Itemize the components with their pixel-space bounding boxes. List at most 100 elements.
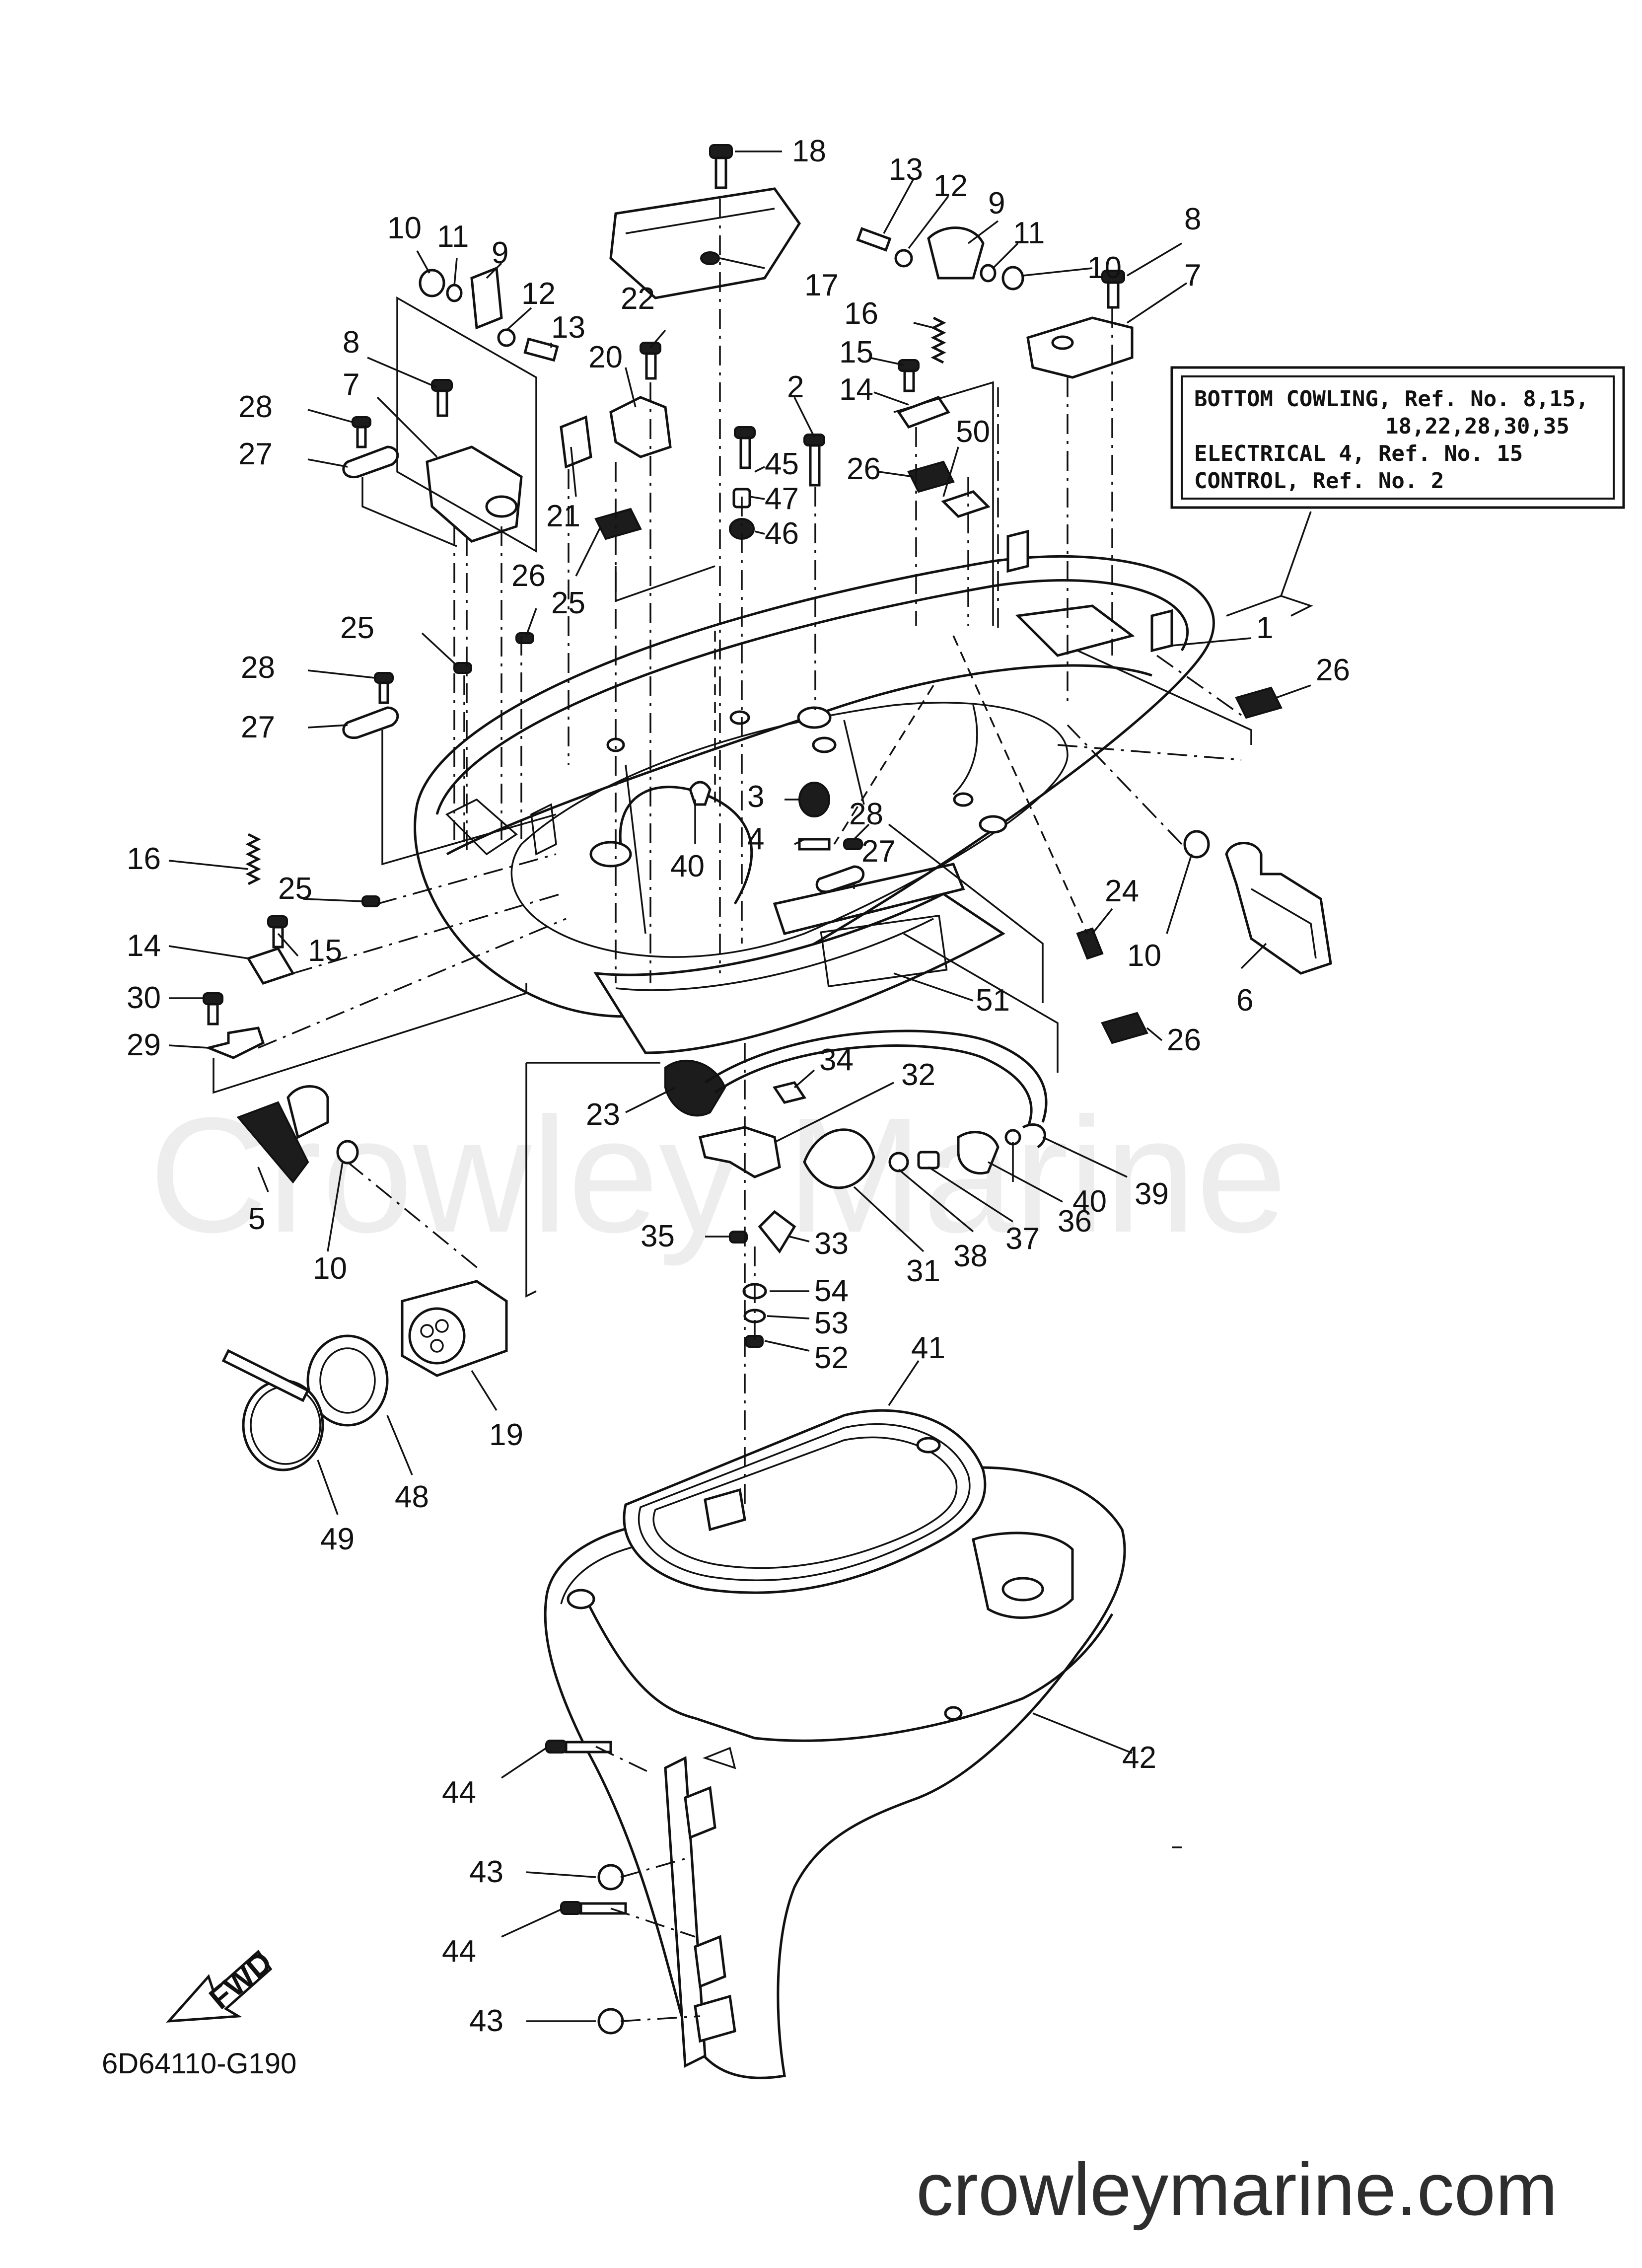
callout-label: 15 — [308, 934, 342, 968]
bolt-30-clip-29 — [203, 992, 265, 1059]
callout-label: 10 — [1087, 251, 1122, 285]
callout-label: 2 — [787, 370, 804, 404]
guide-lines — [213, 199, 1252, 2022]
callout-label: 32 — [901, 1058, 935, 1092]
callout-label: 13 — [889, 152, 923, 187]
callout-label: 10 — [387, 211, 422, 245]
callout-numbers: 18 13 12 9 8 11 10 7 10 11 9 12 13 22 20… — [127, 134, 1350, 2038]
callout-label: 39 — [1135, 1177, 1169, 1211]
bolt-18 — [709, 144, 733, 189]
bolt-25b — [515, 632, 534, 644]
screws-nuts-43-44 — [545, 1740, 627, 2035]
callout-label: 14 — [127, 929, 161, 963]
right-latch-group — [856, 226, 1134, 379]
right-spring-clip — [897, 316, 950, 429]
callout-label: 6 — [1236, 983, 1253, 1018]
callout-label: 25 — [551, 586, 585, 620]
left-spring-clip — [245, 833, 295, 985]
callout-label: 44 — [442, 1775, 476, 1810]
fwd-arrow-icon: FWD — [166, 1945, 279, 2023]
callout-label: 12 — [521, 277, 556, 311]
callout-label: 5 — [248, 1202, 265, 1236]
callout-label: 42 — [1122, 1741, 1156, 1775]
callout-label: 8 — [343, 325, 359, 360]
callout-label: 10 — [1127, 939, 1161, 973]
callout-label: 16 — [844, 296, 878, 331]
callout-label: 9 — [988, 186, 1005, 220]
callout-label: 16 — [127, 842, 161, 876]
callout-label: 25 — [278, 872, 312, 906]
callout-label: 22 — [621, 282, 655, 316]
callout-label: 51 — [976, 983, 1010, 1018]
callout-label: 4 — [747, 822, 764, 856]
callout-label: 28 — [241, 651, 275, 685]
callout-label: 19 — [489, 1418, 523, 1452]
callout-label: 40 — [670, 849, 705, 883]
bolts-2-45-46-47 — [729, 426, 825, 540]
callout-label: 44 — [442, 1934, 476, 1969]
info-box: BOTTOM COWLING, Ref. No. 8,15, 18,22,28,… — [1170, 366, 1625, 617]
callout-label: 45 — [765, 447, 799, 481]
callout-label: 8 — [1184, 202, 1201, 236]
callout-label: 13 — [551, 310, 585, 345]
callout-label: 43 — [469, 2004, 503, 2038]
callout-label: 37 — [1005, 1222, 1040, 1256]
callout-label: 43 — [469, 1855, 503, 1889]
callout-label: 24 — [1105, 874, 1139, 908]
callout-label: 47 — [765, 482, 799, 516]
callout-label: 26 — [1316, 653, 1350, 687]
clip-24 — [1076, 927, 1104, 960]
callout-label: 7 — [343, 367, 359, 402]
callout-label: 17 — [804, 268, 839, 302]
callout-label: 11 — [437, 219, 469, 254]
lever-5 — [236, 1085, 359, 1184]
callout-label: 9 — [492, 236, 508, 270]
callout-label: 48 — [395, 1480, 429, 1514]
info-box-line2: 18,22,28,30,35 — [1385, 414, 1570, 439]
callout-label: 40 — [1072, 1184, 1107, 1219]
label-50 — [941, 490, 991, 518]
left-latch-group — [419, 266, 559, 362]
hose-assembly — [664, 1029, 1048, 1189]
callout-label: 28 — [238, 390, 273, 424]
callout-label: 3 — [747, 780, 764, 814]
info-box-line3: ELECTRICAL 4, Ref. No. 15 — [1194, 441, 1523, 466]
callout-label: 11 — [1013, 216, 1045, 250]
callout-label: 54 — [814, 1274, 849, 1308]
pin-28-27-middle — [342, 672, 399, 739]
callout-label: 41 — [911, 1331, 945, 1365]
left-bolt-latch — [426, 379, 523, 543]
callout-label: 50 — [956, 415, 990, 449]
callout-label: 46 — [765, 516, 799, 551]
callout-label: 15 — [839, 335, 873, 369]
callout-leaders — [168, 150, 1311, 2022]
info-box-line4: CONTROL, Ref. No. 2 — [1194, 468, 1444, 494]
callout-label: 12 — [933, 169, 968, 203]
callout-label: 26 — [1167, 1023, 1201, 1057]
callout-label: 52 — [814, 1341, 849, 1375]
callout-label: 7 — [1184, 258, 1201, 293]
callout-label: 18 — [792, 134, 826, 168]
callout-label: 33 — [814, 1227, 849, 1261]
callout-label: 35 — [641, 1219, 675, 1253]
callout-label: 31 — [906, 1254, 940, 1288]
lower-cowling — [544, 1409, 1126, 2079]
callout-label: 36 — [1058, 1204, 1092, 1239]
callout-label: 49 — [320, 1522, 355, 1556]
callout-label: 34 — [819, 1043, 854, 1077]
callout-label: 29 — [127, 1028, 161, 1062]
callout-label: 27 — [241, 710, 275, 744]
diagram-code: 6D64110-G190 — [102, 2048, 296, 2080]
callout-label: 53 — [814, 1306, 849, 1340]
callout-label: 30 — [127, 981, 161, 1015]
callout-label: 26 — [511, 559, 546, 593]
pin-28-27-upper — [342, 416, 399, 479]
callout-label: 26 — [847, 452, 881, 486]
bracket-20-21-22 — [560, 342, 672, 469]
connector-19-48-49 — [221, 1280, 508, 1471]
callout-label: 27 — [861, 834, 896, 869]
callout-label: 25 — [340, 611, 374, 645]
bolt-25c — [361, 895, 380, 907]
